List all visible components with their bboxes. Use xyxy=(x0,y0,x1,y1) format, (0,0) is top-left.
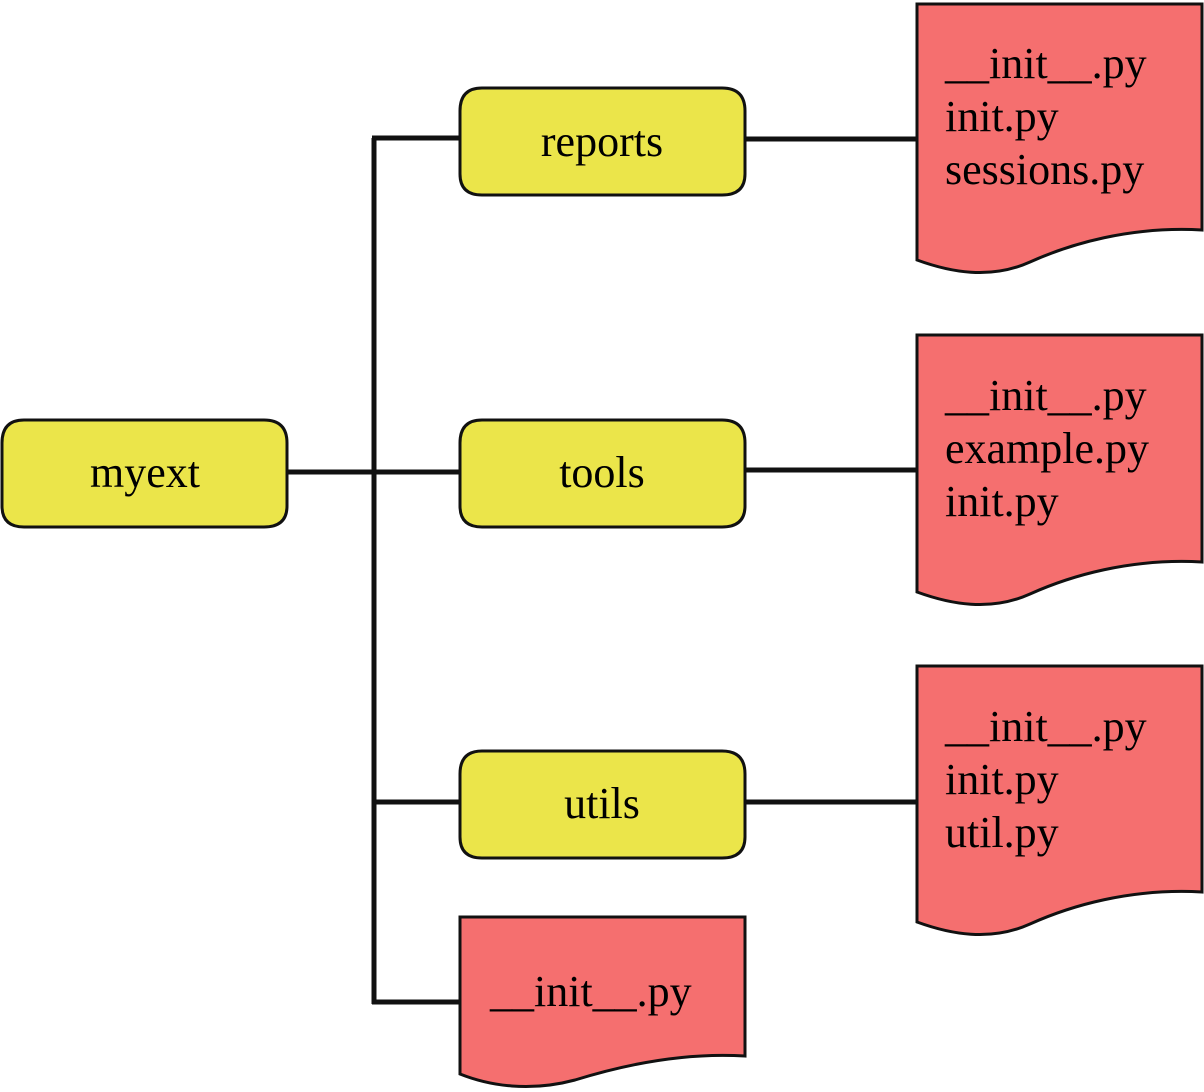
folder-label-tools: tools xyxy=(559,448,645,497)
file-list-utils[interactable]: __init__.py init.py util.py xyxy=(915,664,1204,936)
file-name: sessions.py xyxy=(945,145,1144,194)
folder-node-utils[interactable]: utils xyxy=(458,749,747,860)
document-icon xyxy=(915,664,1204,936)
document-icon xyxy=(915,2,1204,274)
file-name: __init__.py xyxy=(944,39,1147,88)
folder-icon xyxy=(458,418,747,529)
file-list-reports[interactable]: __init__.py init.py sessions.py xyxy=(915,2,1204,274)
file-name: init.py xyxy=(945,755,1059,804)
file-name: init.py xyxy=(945,92,1059,141)
root-folder-label: myext xyxy=(90,448,200,497)
file-name: init.py xyxy=(945,477,1059,526)
folder-node-tools[interactable]: tools xyxy=(458,418,747,529)
file-name: __init__.py xyxy=(944,702,1147,751)
folder-icon xyxy=(458,749,747,860)
file-name: __init__.py xyxy=(944,371,1147,420)
root-init-file[interactable]: __init__.py xyxy=(458,915,747,1089)
file-name: __init__.py xyxy=(489,967,692,1016)
document-icon xyxy=(915,333,1204,606)
folder-label-utils: utils xyxy=(564,779,640,828)
folder-icon xyxy=(0,418,289,529)
root-folder-node[interactable]: myext xyxy=(0,418,289,529)
folder-icon xyxy=(458,86,747,197)
file-name: example.py xyxy=(945,424,1149,473)
connectors xyxy=(287,135,917,1005)
file-name: util.py xyxy=(945,808,1059,857)
folder-label-reports: reports xyxy=(541,117,663,166)
folder-node-reports[interactable]: reports xyxy=(458,86,747,197)
document-icon xyxy=(458,915,747,1089)
file-list-tools[interactable]: __init__.py example.py init.py xyxy=(915,333,1204,606)
